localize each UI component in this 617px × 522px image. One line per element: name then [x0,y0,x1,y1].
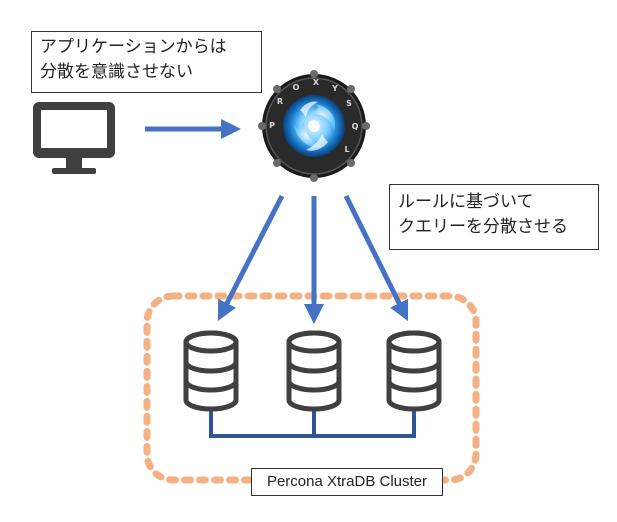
rule-distribution-callout: ルールに基づいて クエリーを分散させる [389,184,599,250]
callout-text-line: ルールに基づいて [398,192,534,212]
database-icon [183,330,239,412]
cluster-label: Percona XtraDB Cluster [251,468,443,496]
database-icon [386,330,442,412]
logo-ring-letter: S [346,99,352,108]
proxy-to-db3-arrow [343,194,409,322]
database-icon [286,330,342,412]
logo-ring-letter: R [277,97,283,106]
logo-ring-letter: P [269,121,275,130]
logo-ring-letter: O [293,83,300,92]
logo-ring-letter: X [313,78,320,87]
callout-text-line: クエリーを分散させる [398,217,568,237]
proxy-to-db1-arrow [217,194,285,322]
db-connector [209,408,416,438]
monitor-icon [33,102,115,174]
logo-ring-letter: Y [331,84,338,93]
callout-text-line: 分散を意識させない [40,62,193,82]
logo-ring-letter: Q [352,122,359,131]
proxysql-logo-icon: P R O X Y S Q L [258,70,370,182]
callout-text-line: アプリケーションからは [40,37,227,57]
logo-ring-letter: L [344,145,349,154]
app-transparency-callout: アプリケーションからは 分散を意識させない [31,31,262,93]
